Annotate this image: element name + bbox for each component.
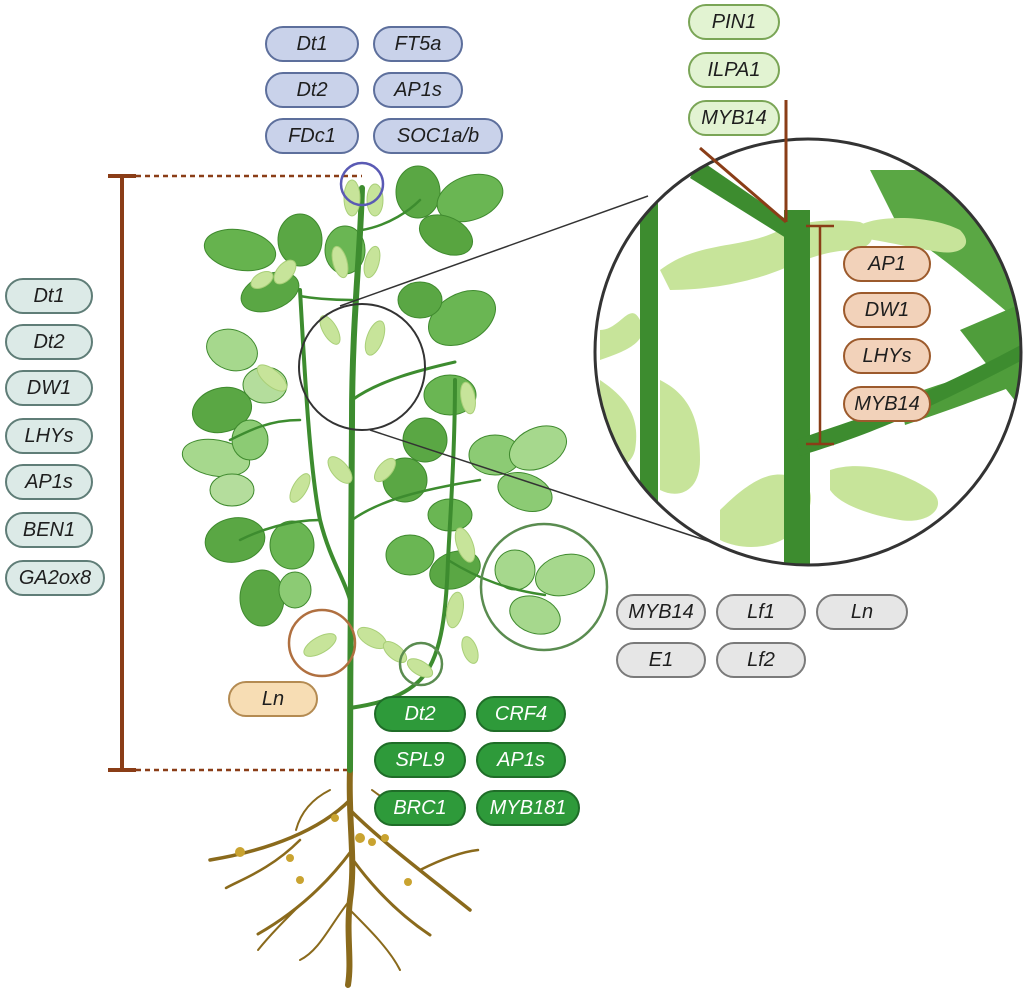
- internode-gene-label: DW1: [843, 292, 931, 328]
- internode-gene-label: LHYs: [843, 338, 931, 374]
- plant-height-gene-label: BEN1: [5, 512, 93, 548]
- apical-dominance-gene-label: ILPA1: [688, 52, 780, 88]
- branching-gene-label: CRF4: [476, 696, 566, 732]
- branching-gene-label: BRC1: [374, 790, 466, 826]
- root-system: [208, 767, 480, 988]
- plant-height-bracket: [108, 174, 362, 772]
- lower-branch-highlight-circle: [398, 641, 444, 687]
- branch-highlight-circle: [479, 522, 609, 652]
- plant-height-gene-label: DW1: [5, 370, 93, 406]
- leaf-gene-label: Ln: [816, 594, 908, 630]
- internode-gene-label: MYB14: [843, 386, 931, 422]
- internode-gene-label: AP1: [843, 246, 931, 282]
- branching-gene-label: SPL9: [374, 742, 466, 778]
- zoom-connector-lines: [339, 195, 721, 546]
- plant-height-gene-label: Dt2: [5, 324, 93, 360]
- apex-gene-label: AP1s: [373, 72, 463, 108]
- apex-gene-label: Dt2: [265, 72, 359, 108]
- plant-height-gene-label: AP1s: [5, 464, 93, 500]
- root-nodules: [235, 814, 412, 886]
- node-highlight-circle: [298, 303, 426, 431]
- plant-height-gene-label: LHYs: [5, 418, 93, 454]
- leaf-gene-label: Lf2: [716, 642, 806, 678]
- leaf-gene-label: E1: [616, 642, 706, 678]
- node-number-gene-label: Ln: [228, 681, 318, 717]
- leaf-gene-label: MYB14: [616, 594, 706, 630]
- branching-gene-label: MYB181: [476, 790, 580, 826]
- apex-gene-label: FT5a: [373, 26, 463, 62]
- plant-height-gene-label: GA2ox8: [5, 560, 105, 596]
- apical-dominance-gene-label: MYB14: [688, 100, 780, 136]
- apex-highlight-circle: [339, 161, 385, 207]
- apex-gene-label: FDc1: [265, 118, 359, 154]
- leaf-gene-label: Lf1: [716, 594, 806, 630]
- branching-gene-label: AP1s: [476, 742, 566, 778]
- plant-leaves: [181, 165, 595, 635]
- apex-gene-label: SOC1a/b: [373, 118, 503, 154]
- plant-height-gene-label: Dt1: [5, 278, 93, 314]
- seed-pods: [250, 179, 479, 678]
- zoom-inset: [593, 100, 1023, 567]
- apical-dominance-gene-label: PIN1: [688, 4, 780, 40]
- branching-gene-label: Dt2: [374, 696, 466, 732]
- pod-highlight-circle: [287, 608, 357, 678]
- apex-gene-label: Dt1: [265, 26, 359, 62]
